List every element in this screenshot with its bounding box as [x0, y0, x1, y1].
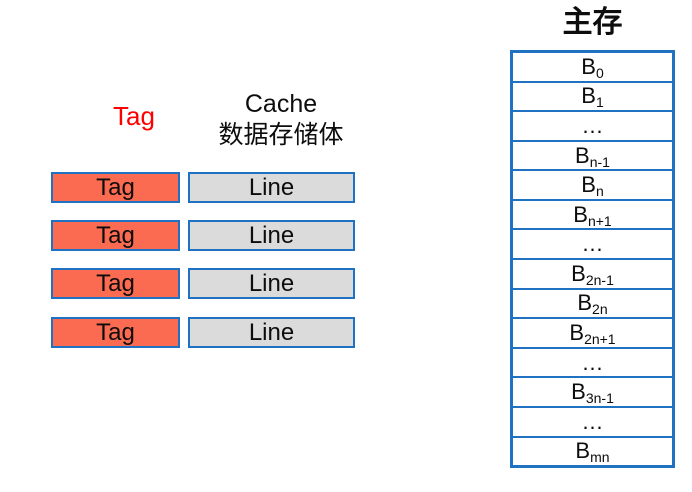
block-label: B: [581, 83, 596, 109]
cache-row: Tag Line: [0, 172, 400, 203]
tag-box-label: Tag: [96, 221, 135, 249]
block-subscript: 1: [595, 94, 604, 111]
block-label: B: [581, 53, 596, 79]
cache-row: Tag Line: [0, 220, 400, 251]
memory-ellipsis-row: …: [513, 230, 672, 261]
block-subscript: 2n-1: [585, 271, 614, 288]
cache-line-box: Line: [188, 220, 355, 251]
tag-box: Tag: [51, 317, 180, 348]
cache-title-line1: Cache: [244, 90, 318, 118]
line-box-label: Line: [248, 318, 295, 346]
cache-row: Tag Line: [0, 317, 400, 348]
block-subscript: 2n+1: [584, 330, 616, 347]
cache-line-box: Line: [188, 172, 355, 203]
block-subscript: 0: [595, 64, 604, 81]
tag-box: Tag: [51, 268, 180, 299]
tag-box: Tag: [51, 220, 180, 251]
block-label: B: [573, 201, 588, 227]
tag-box: Tag: [51, 172, 180, 203]
block-label: B: [581, 172, 596, 198]
block-label: B: [575, 438, 591, 464]
cache-line-box: Line: [188, 317, 355, 348]
line-box-label: Line: [248, 221, 295, 249]
block-label: B: [569, 319, 585, 345]
tag-box-label: Tag: [96, 173, 135, 201]
cache-row: Tag Line: [0, 268, 400, 299]
block-subscript: n+1: [587, 212, 612, 229]
block-subscript: n: [595, 183, 604, 200]
tag-box-label: Tag: [96, 269, 135, 297]
block-subscript: 3n-1: [585, 390, 614, 407]
main-memory-title: 主存: [562, 6, 623, 39]
line-box-label: Line: [248, 269, 295, 297]
block-label: B: [575, 142, 590, 168]
block-label: B: [571, 260, 586, 286]
ellipsis-label: …: [581, 231, 604, 257]
memory-ellipsis-row: …: [513, 349, 672, 379]
cache-title-line2: 数据存储体: [218, 121, 344, 149]
tag-box-label: Tag: [96, 318, 135, 346]
ellipsis-label: …: [581, 112, 604, 138]
block-label: B: [571, 379, 586, 405]
memory-ellipsis-row: …: [513, 408, 672, 438]
ellipsis-label: …: [581, 408, 604, 434]
block-subscript: 2n: [592, 301, 608, 318]
block-label: B: [577, 290, 593, 316]
cache-line-box: Line: [188, 268, 355, 299]
line-box-label: Line: [248, 173, 295, 201]
ellipsis-label: …: [581, 349, 604, 375]
memory-ellipsis-row: …: [513, 112, 672, 142]
tag-column-label: Tag: [113, 101, 155, 131]
block-subscript: mn: [590, 449, 610, 466]
block-subscript: n-1: [589, 153, 610, 170]
cache-title: Cache 数据存储体: [196, 89, 366, 151]
